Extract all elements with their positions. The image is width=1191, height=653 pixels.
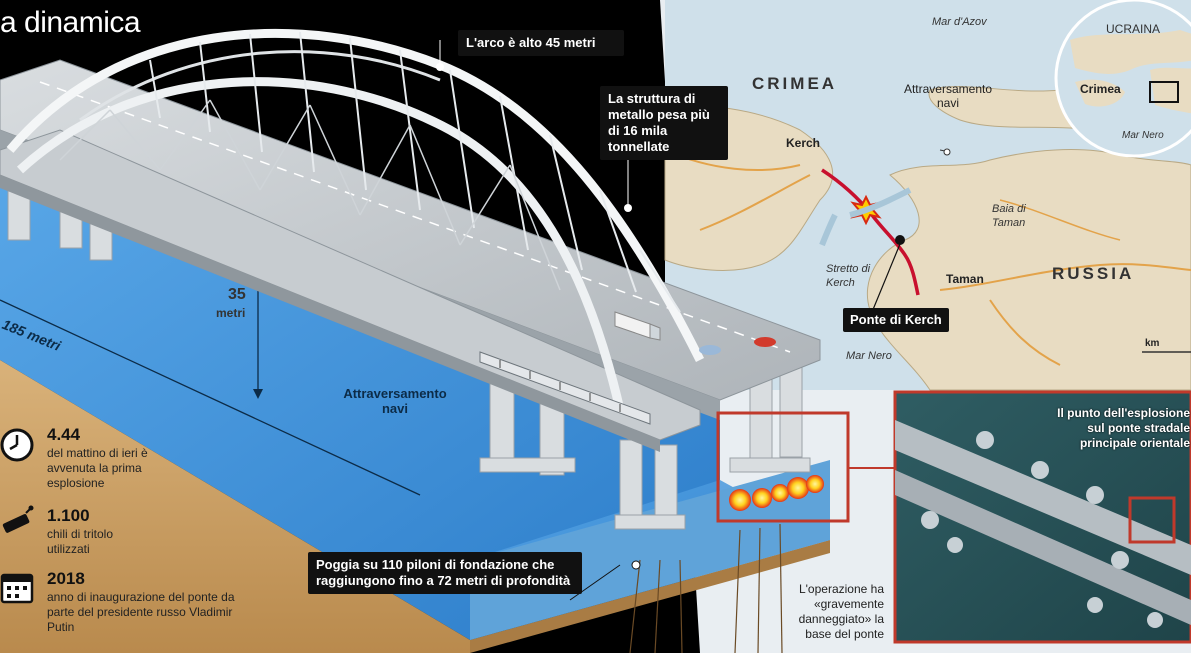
inset-label-ukraine: UCRAINA bbox=[1106, 22, 1161, 36]
bridge-route-line bbox=[821, 168, 920, 296]
page-title: a dinamica bbox=[0, 6, 141, 39]
train bbox=[479, 351, 651, 425]
rail-deck bbox=[0, 129, 701, 441]
height-unit: metri bbox=[216, 306, 246, 320]
satellite-caption: Il punto dell'esplosione sul ponte strad… bbox=[1057, 406, 1190, 450]
satellite-image bbox=[893, 390, 1191, 644]
rail-deck-edge bbox=[0, 175, 660, 452]
callout-leader-line bbox=[871, 243, 901, 313]
lane-markings bbox=[39, 81, 791, 353]
map-label-ship-crossing: Attraversamento navi bbox=[903, 82, 993, 110]
car-red bbox=[754, 337, 776, 347]
ship-route-arrow bbox=[849, 187, 912, 218]
callout-metal-structure: La struttura di metallo pesa più di 16 m… bbox=[600, 86, 728, 160]
callout-foundation: Poggia su 110 piloni di fondazione che r… bbox=[308, 552, 582, 594]
map-label-kerch: Kerch bbox=[786, 136, 821, 150]
water bbox=[0, 140, 720, 640]
map-label-black-sea: Mar Nero bbox=[846, 350, 892, 362]
arch-truss bbox=[59, 99, 561, 291]
inset-label-black-sea: Mar Nero bbox=[1122, 130, 1164, 141]
bridge-point-marker bbox=[895, 235, 905, 245]
clock-icon bbox=[0, 428, 34, 462]
arch-leader-dot bbox=[436, 63, 444, 71]
ship-route-arrow-2 bbox=[819, 213, 838, 247]
stat-tnt-text: chili di tritolo utilizzati bbox=[47, 527, 114, 556]
stat-time-text: del mattino di ieri è avvenuta la prima … bbox=[47, 446, 148, 490]
foundation-piles bbox=[629, 523, 783, 653]
truck bbox=[614, 311, 661, 341]
car-blue bbox=[699, 345, 721, 355]
stat-year-number: 2018 bbox=[47, 569, 85, 588]
inset-focus-box bbox=[1149, 81, 1179, 103]
callout-map-bridge: Ponte di Kerch bbox=[843, 308, 949, 332]
map-scale-unit: km bbox=[1145, 338, 1160, 349]
map-label-azov: Mar d'Azov bbox=[932, 16, 987, 28]
map-label-russia: RUSSIA bbox=[1052, 264, 1135, 283]
explosion-markers bbox=[729, 475, 824, 511]
length-dimension-line bbox=[0, 299, 421, 496]
foundation-leader-line bbox=[569, 564, 621, 601]
metal-leader-dot bbox=[624, 204, 632, 212]
ship-passage-label: Attraversamento navi bbox=[343, 386, 447, 416]
callout-arch-height: L'arco è alto 45 metri bbox=[458, 30, 624, 56]
map-label-crimea: CRIMEA bbox=[752, 74, 838, 93]
explosive-icon bbox=[2, 505, 34, 533]
map-label-strait: Stretto di Kerch bbox=[826, 263, 871, 289]
satellite-damage-box bbox=[1128, 496, 1176, 544]
seabed-side bbox=[470, 540, 830, 653]
map-label-taman: Taman bbox=[946, 272, 984, 286]
calendar-icon bbox=[0, 573, 34, 604]
inset-label-crimea: Crimea bbox=[1080, 82, 1121, 96]
stat-year-text: anno di inaugurazione del ponte da parte… bbox=[47, 590, 235, 634]
operation-note: L'operazione ha «gravemente danneggiato»… bbox=[798, 582, 884, 641]
foundation-leader-dot bbox=[631, 560, 641, 570]
inset-globe bbox=[1054, 0, 1191, 158]
crossing-dot bbox=[943, 148, 951, 156]
map-label-bay: Baia di Taman bbox=[992, 203, 1026, 229]
height-value: 35 bbox=[228, 286, 246, 303]
stat-tnt-number: 1.100 bbox=[47, 506, 90, 525]
stat-time-number: 4.44 bbox=[47, 425, 81, 444]
